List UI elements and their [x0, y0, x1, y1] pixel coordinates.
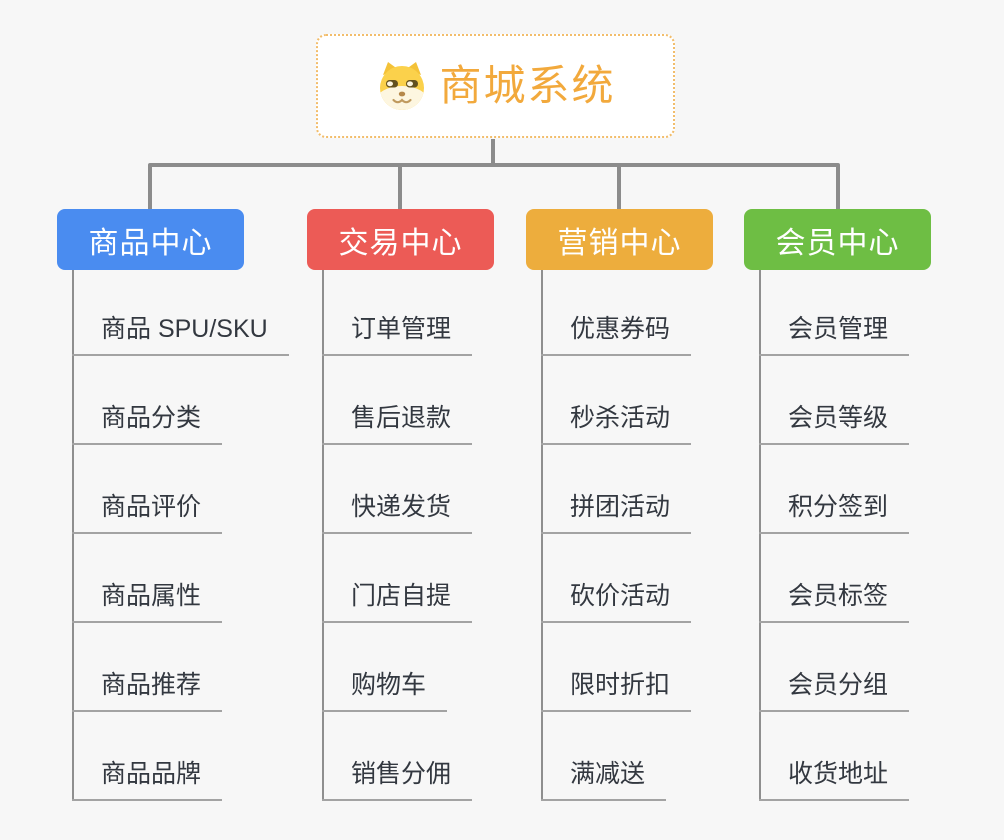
connector-drop-trade: [398, 165, 402, 210]
connector-drop-marketing: [617, 165, 621, 210]
leaf-node[interactable]: 售后退款: [322, 397, 473, 445]
leaf-node[interactable]: 门店自提: [322, 575, 473, 623]
leaf-node[interactable]: 商品分类: [72, 397, 223, 445]
branch-header-marketing[interactable]: 营销中心: [526, 209, 713, 270]
leaf-node[interactable]: 会员管理: [759, 308, 910, 356]
leaf-node[interactable]: 拼团活动: [541, 486, 692, 534]
leaf-node[interactable]: 销售分佣: [322, 753, 473, 801]
leaf-node[interactable]: 会员分组: [759, 664, 910, 712]
connector-drop-member: [836, 165, 840, 210]
leaf-node[interactable]: 会员标签: [759, 575, 910, 623]
leaf-node[interactable]: 积分签到: [759, 486, 910, 534]
shiba-dog-icon: [380, 62, 425, 110]
leaf-node[interactable]: 商品品牌: [72, 753, 223, 801]
leaf-node[interactable]: 砍价活动: [541, 575, 692, 623]
leaf-node[interactable]: 商品属性: [72, 575, 223, 623]
branch-spine: [541, 270, 543, 801]
branch-header-member[interactable]: 会员中心: [744, 209, 931, 270]
leaf-node[interactable]: 秒杀活动: [541, 397, 692, 445]
leaf-node[interactable]: 商品推荐: [72, 664, 223, 712]
connector-drop-product: [148, 165, 152, 210]
leaf-node[interactable]: 限时折扣: [541, 664, 692, 712]
branch-spine: [72, 270, 74, 801]
root-node[interactable]: 商城系统: [316, 34, 675, 138]
leaf-node[interactable]: 优惠券码: [541, 308, 692, 356]
root-title: 商城系统: [439, 62, 616, 109]
leaf-node[interactable]: 商品评价: [72, 486, 223, 534]
leaf-node[interactable]: 快递发货: [322, 486, 473, 534]
leaf-node[interactable]: 订单管理: [322, 308, 473, 356]
branch-header-trade[interactable]: 交易中心: [307, 209, 494, 270]
leaf-node[interactable]: 购物车: [322, 664, 448, 712]
branch-spine: [759, 270, 761, 801]
connector-root-stem: [491, 139, 495, 167]
branch-header-product[interactable]: 商品中心: [57, 209, 244, 270]
leaf-node[interactable]: 商品 SPU/SKU: [72, 308, 289, 356]
leaf-node[interactable]: 满减送: [541, 753, 667, 801]
leaf-node[interactable]: 收货地址: [759, 753, 910, 801]
leaf-node[interactable]: 会员等级: [759, 397, 910, 445]
branch-spine: [322, 270, 324, 801]
connector-bus: [148, 163, 840, 167]
